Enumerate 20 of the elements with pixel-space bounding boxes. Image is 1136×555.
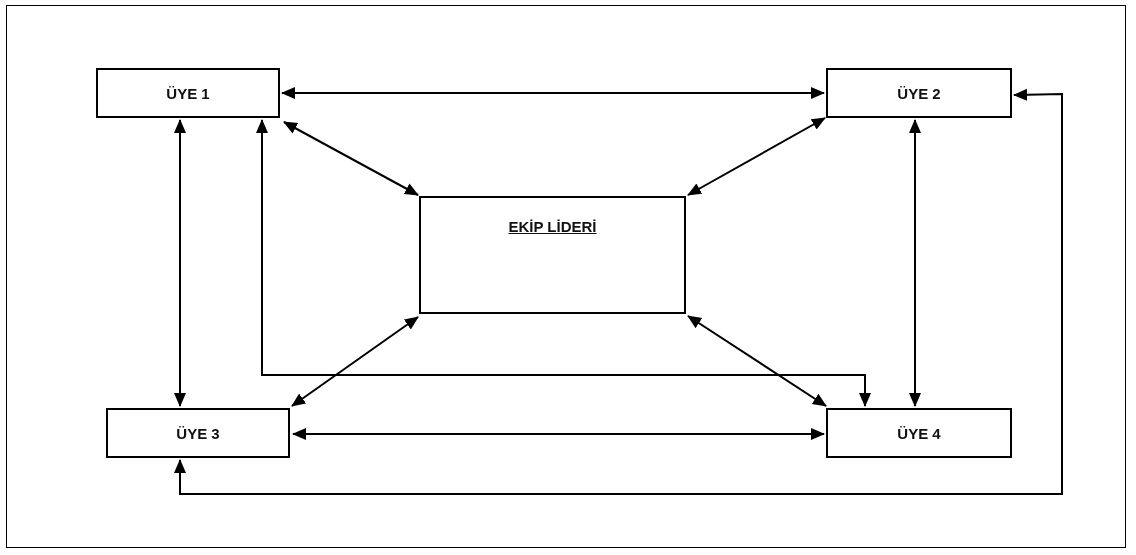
member-box [826, 68, 1012, 118]
double-arrow [292, 428, 825, 440]
member-box [96, 68, 280, 118]
double-arrow [291, 316, 419, 407]
member-label: ÜYE 4 [897, 424, 941, 442]
double-arrow [283, 121, 419, 196]
double-arrow [687, 117, 826, 196]
double-arrow [174, 119, 186, 407]
double-arrow [281, 87, 825, 99]
member-label: ÜYE 2 [897, 84, 941, 102]
member-label: ÜYE 1 [166, 84, 210, 102]
member-label: ÜYE 3 [176, 424, 220, 442]
double-arrow [909, 119, 921, 407]
double-arrow [256, 119, 871, 407]
double-arrow [174, 88, 1063, 495]
member-box [826, 408, 1012, 458]
leader-box [419, 196, 686, 314]
member-box [106, 408, 290, 458]
double-arrow [687, 315, 827, 407]
leader-title: EKİP LİDERİ [508, 218, 597, 235]
